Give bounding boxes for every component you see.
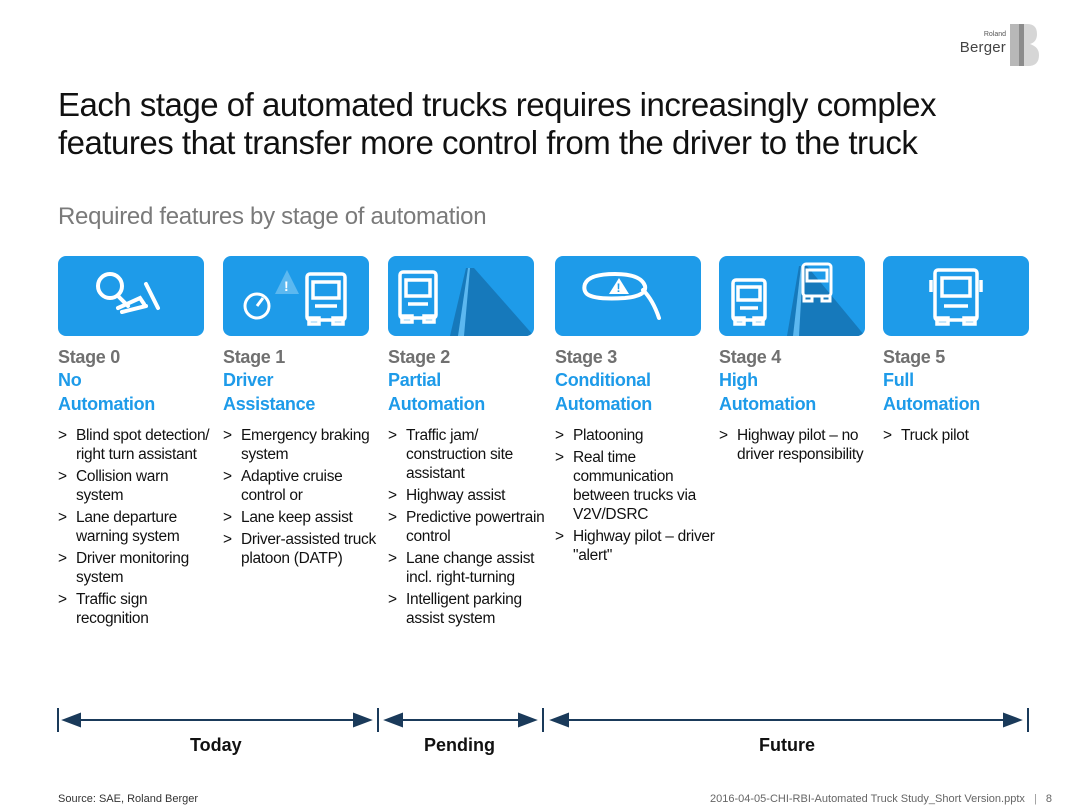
feature-item: Highway pilot – no driver responsibility — [719, 426, 879, 464]
stage-name-line-1: Driver — [223, 370, 274, 390]
roland-berger-logo: Roland Berger — [960, 22, 1040, 68]
stage-number: Stage 1 — [223, 347, 285, 367]
feature-list: Platooning Real time communication betwe… — [555, 426, 715, 565]
feature-item: Emergency braking system — [223, 426, 383, 464]
page-subtitle: Required features by stage of automation — [58, 203, 487, 230]
stage-name-line-1: No — [58, 370, 82, 390]
feature-item: Traffic jam/ construction site assistant — [388, 426, 548, 483]
stage-name-line-2: Automation — [388, 394, 485, 414]
title-line-1: Each stage of automated trucks requires … — [58, 86, 936, 123]
stage-3-column: ! Stage 3 Conditional Automation Platoon… — [555, 256, 715, 568]
svg-text:!: ! — [284, 278, 289, 294]
feature-item: Lane change assist incl. right-turning — [388, 549, 548, 587]
feature-item: Intelligent parking assist system — [388, 590, 548, 628]
timeline-label-future: Future — [759, 735, 815, 755]
feature-list: Blind spot detection/ right turn assista… — [58, 426, 218, 628]
feature-item: Collision warn system — [58, 467, 218, 505]
feature-item: Platooning — [555, 426, 715, 445]
logo-big-text: Berger — [959, 39, 1006, 56]
stage-number: Stage 0 — [58, 347, 120, 367]
file-name: 2016-04-05-CHI-RBI-Automated Truck Study… — [710, 793, 1025, 805]
truck-on-road-icon — [388, 256, 534, 336]
feature-item: Predictive powertrain control — [388, 508, 548, 546]
feature-item: Adaptive cruise control or — [223, 467, 383, 505]
source-note: Source: SAE, Roland Berger — [58, 793, 199, 805]
logo-small-text: Roland — [983, 31, 1006, 38]
truck-icon — [883, 256, 1029, 336]
stage-number: Stage 3 — [555, 347, 617, 367]
steering-wheel-icon — [58, 256, 204, 336]
stage-name-line-2: Automation — [719, 394, 816, 414]
feature-item: Highway pilot – driver "alert" — [555, 527, 715, 565]
stage-name-line-2: Assistance — [223, 394, 316, 414]
feature-item: Driver-assisted truck platoon (DATP) — [223, 530, 383, 568]
stage-0-column: Stage 0 No Automation Blind spot detecti… — [58, 256, 218, 631]
feature-item: Highway assist — [388, 486, 548, 505]
stage-2-column: Stage 2 Partial Automation Traffic jam/ … — [388, 256, 548, 631]
stage-name-line-1: Partial — [388, 370, 441, 390]
stage-number: Stage 2 — [388, 347, 450, 367]
dashboard-warning-truck-icon: ! — [223, 256, 369, 336]
stage-name-line-2: Automation — [883, 394, 980, 414]
side-mirror-warning-icon: ! — [555, 256, 701, 336]
feature-item: Driver monitoring system — [58, 549, 218, 587]
feature-list: Traffic jam/ construction site assistant… — [388, 426, 548, 628]
trucks-platoon-road-icon — [719, 256, 865, 336]
stage-name-line-2: Automation — [555, 394, 652, 414]
stage-name-line-2: Automation — [58, 394, 155, 414]
feature-item: Lane keep assist — [223, 508, 383, 527]
stage-name-line-1: Conditional — [555, 370, 651, 390]
timeline-arrows — [57, 708, 1029, 732]
feature-list: Emergency braking system Adaptive cruise… — [223, 426, 383, 568]
page-number: 8 — [1045, 793, 1052, 805]
stage-5-column: Stage 5 Full Automation Truck pilot — [883, 256, 1043, 448]
feature-item: Blind spot detection/ right turn assista… — [58, 426, 218, 464]
svg-text:!: ! — [617, 281, 621, 295]
stage-number: Stage 5 — [883, 347, 945, 367]
footer-separator: | — [1033, 793, 1037, 805]
feature-list: Highway pilot – no driver responsibility — [719, 426, 879, 464]
feature-list: Truck pilot — [883, 426, 1043, 445]
stage-name-line-1: High — [719, 370, 758, 390]
feature-item: Traffic sign recognition — [58, 590, 218, 628]
timeline-label-today: Today — [190, 735, 242, 755]
stage-number: Stage 4 — [719, 347, 781, 367]
stage-1-column: ! Stage 1 Driver Assistance Emergency br… — [223, 256, 383, 571]
footer-file-info: 2016-04-05-CHI-RBI-Automated Truck Study… — [710, 793, 1052, 805]
page-title: Each stage of automated trucks requires … — [58, 86, 1018, 162]
feature-item: Real time communication between trucks v… — [555, 448, 715, 524]
feature-item: Truck pilot — [883, 426, 1043, 445]
timeline-label-pending: Pending — [424, 735, 495, 755]
stage-4-column: Stage 4 High Automation Highway pilot – … — [719, 256, 879, 467]
title-line-2: features that transfer more control from… — [58, 124, 918, 161]
feature-item: Lane departure warning system — [58, 508, 218, 546]
logo-b-mark-icon — [1010, 24, 1039, 66]
stage-name-line-1: Full — [883, 370, 914, 390]
